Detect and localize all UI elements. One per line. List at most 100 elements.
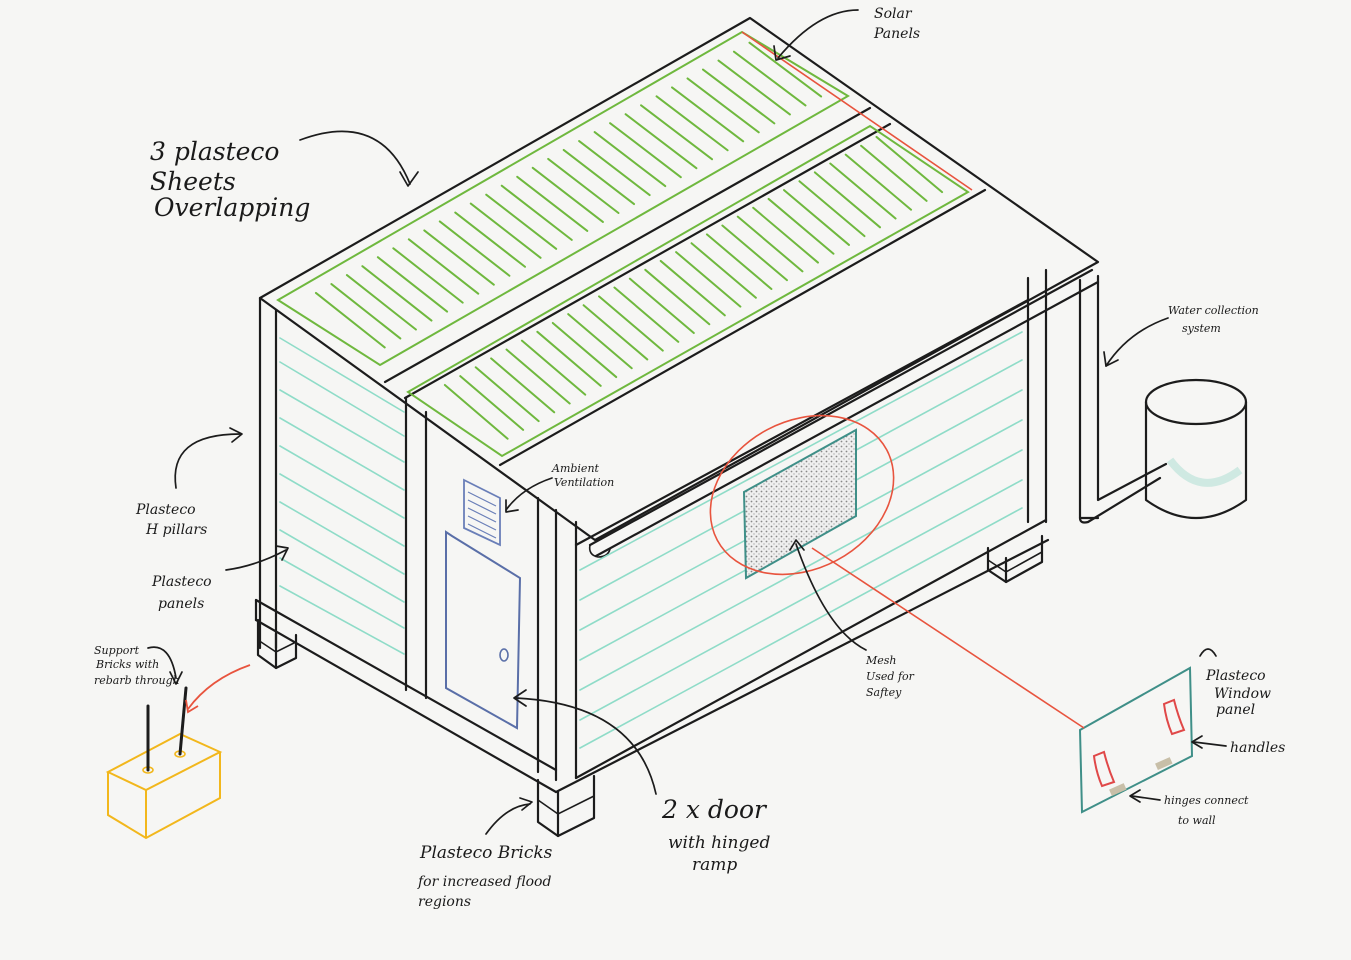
solar-hatch-line bbox=[533, 168, 603, 222]
solar-hatch-line bbox=[460, 376, 523, 430]
solar-hatch-line bbox=[548, 159, 618, 213]
solar-hatch-line bbox=[861, 146, 926, 201]
solar-hatch-line bbox=[630, 279, 694, 333]
annotation-arrows bbox=[148, 10, 1226, 834]
label-bricks-2: for increased flood bbox=[417, 874, 551, 890]
label-solar-1: Solar bbox=[874, 6, 913, 22]
solar-hatch-line bbox=[614, 288, 678, 342]
solar-hatch-line bbox=[626, 114, 697, 168]
solar-hatch-line bbox=[537, 332, 600, 386]
solar-hatch-line bbox=[378, 257, 447, 311]
label-door-3: ramp bbox=[692, 855, 737, 875]
front-panel-planks bbox=[280, 338, 404, 654]
solar-hatch-line bbox=[445, 385, 508, 439]
label-sheets-1: 3 plasteco bbox=[150, 137, 279, 166]
solar-hatch-line bbox=[522, 341, 585, 395]
label-hinges-2: to wall bbox=[1178, 814, 1216, 827]
label-water-2: system bbox=[1182, 322, 1221, 335]
solar-hatch-line bbox=[316, 293, 385, 347]
solar-hatch-line bbox=[362, 266, 431, 320]
solar-hatch-line bbox=[424, 230, 494, 284]
solar-hatch-line bbox=[738, 217, 803, 272]
label-water-1: Water collection bbox=[1168, 304, 1259, 317]
label-ventilation-1: Ambient bbox=[551, 462, 600, 475]
label-window-1: Plasteco bbox=[1205, 668, 1266, 684]
solar-hatch-line bbox=[645, 270, 709, 324]
label-solar-2: Panels bbox=[873, 26, 920, 42]
solar-hatch-line bbox=[331, 284, 400, 338]
label-pillars-2: H pillars bbox=[145, 522, 207, 538]
solar-hatch-line bbox=[703, 70, 774, 124]
solar-hatch-line bbox=[455, 213, 525, 267]
label-support-3: rebarb through bbox=[94, 674, 180, 687]
solar-hatch-line bbox=[846, 155, 911, 210]
solar-hatch-line bbox=[830, 164, 895, 219]
label-bricks-3: regions bbox=[418, 894, 471, 910]
solar-hatch-line bbox=[440, 221, 510, 275]
label-sheets-3: Overlapping bbox=[154, 193, 310, 222]
foundation-bricks bbox=[258, 536, 1042, 836]
solar-hatch-line bbox=[692, 243, 756, 298]
label-panels-2: panels bbox=[158, 596, 204, 612]
door-handle bbox=[500, 649, 508, 661]
door bbox=[446, 532, 520, 728]
solar-hatch-line bbox=[517, 177, 587, 231]
front-wall bbox=[256, 298, 576, 792]
label-handles: handles bbox=[1230, 740, 1285, 756]
solar-hatch-line bbox=[784, 190, 849, 245]
solar-hatch-line bbox=[610, 123, 681, 177]
label-mesh-3: Saftey bbox=[866, 686, 902, 699]
label-support-1: Support bbox=[94, 644, 140, 657]
solar-hatch-line bbox=[471, 204, 541, 258]
support-brick-detail bbox=[108, 665, 250, 838]
solar-hatch-line bbox=[564, 150, 634, 204]
solar-hatch-line bbox=[599, 296, 663, 350]
solar-hatch-line bbox=[595, 132, 666, 186]
label-sheets-2: Sheets bbox=[150, 167, 236, 196]
solar-hatch-line bbox=[769, 199, 834, 254]
solar-hatch-line bbox=[641, 105, 712, 159]
solar-hatch-line bbox=[491, 358, 554, 412]
label-mesh-1: Mesh bbox=[865, 654, 897, 667]
solar-hatch-line bbox=[799, 181, 864, 236]
handle-right bbox=[1164, 700, 1184, 734]
solar-hatch-line bbox=[676, 252, 740, 307]
handle-left bbox=[1094, 752, 1114, 786]
solar-hatch-line bbox=[486, 195, 556, 249]
solar-hatch-line bbox=[584, 305, 648, 359]
solar-hatch-line bbox=[409, 239, 478, 293]
solar-hatch-line bbox=[502, 186, 572, 240]
label-hinges-1: hinges connect bbox=[1164, 794, 1249, 807]
solar-hatch-line bbox=[476, 367, 539, 421]
solar-hatch-line bbox=[815, 172, 880, 227]
solar-hatch-line bbox=[393, 248, 462, 302]
label-bricks-1: Plasteco Bricks bbox=[419, 843, 553, 863]
label-window-2: Window bbox=[1214, 686, 1271, 702]
solar-hatch-line bbox=[672, 87, 743, 141]
ventilation-grille bbox=[464, 480, 500, 545]
solar-hatch-line bbox=[568, 314, 632, 368]
solar-hatch-line bbox=[579, 141, 650, 195]
label-mesh-2: Used for bbox=[866, 670, 915, 683]
solar-hatch-line bbox=[661, 261, 725, 315]
solar-hatch-line bbox=[722, 226, 787, 281]
solar-panel-edge bbox=[742, 32, 972, 190]
label-support-2: Bricks with bbox=[95, 658, 159, 671]
solar-hatch-line bbox=[688, 78, 759, 132]
roof bbox=[260, 18, 1098, 540]
label-door-2: with hinged bbox=[668, 833, 770, 853]
solar-hatch-line bbox=[707, 234, 771, 289]
solar-hatch-line bbox=[753, 208, 818, 263]
label-panels-1: Plasteco bbox=[151, 574, 212, 590]
solar-hatch-line bbox=[553, 323, 616, 377]
label-ventilation-2: Ventilation bbox=[554, 476, 614, 489]
solar-hatch-line bbox=[347, 275, 416, 329]
solar-hatch-line bbox=[657, 96, 728, 150]
solar-hatch-line bbox=[718, 61, 789, 115]
solar-hatch-line bbox=[507, 350, 570, 404]
label-pillars-1: Plasteco bbox=[135, 502, 196, 518]
label-window-3: panel bbox=[1216, 702, 1255, 718]
label-door-1: 2 x door bbox=[661, 795, 768, 824]
solar-hatch-line bbox=[734, 52, 806, 106]
